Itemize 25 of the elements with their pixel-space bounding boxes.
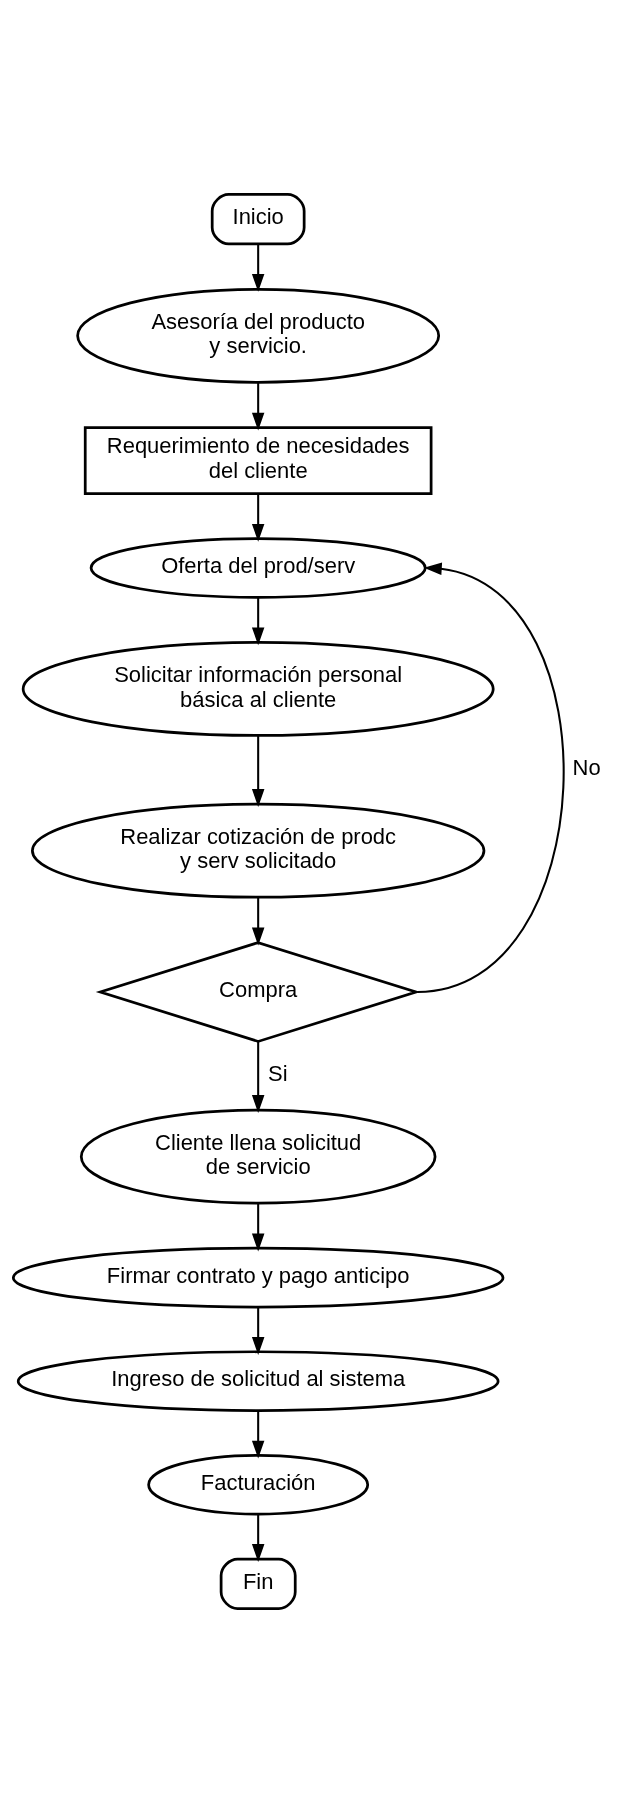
node-box: Inicio xyxy=(210,192,306,245)
edge-label: Si xyxy=(268,1060,288,1086)
arrow xyxy=(251,1410,265,1458)
node-ellipse: Solicitar información personal básica al cliente xyxy=(21,640,495,737)
node-ellipse: Firmar contrato y pago anticipo xyxy=(11,1246,505,1308)
arrow xyxy=(251,596,265,645)
arrow xyxy=(251,1306,265,1355)
node-ellipse: Facturación xyxy=(147,1453,370,1515)
arrow xyxy=(251,896,265,945)
node-ellipse: Cliente llena solicitud de servicio xyxy=(79,1108,437,1205)
node-box: Requerimiento de necesidades del cliente xyxy=(83,425,433,495)
arrow xyxy=(251,493,265,542)
node-ellipse: Ingreso de solicitud al sistema xyxy=(16,1349,500,1412)
arrow xyxy=(251,243,265,292)
node-ellipse: Oferta del prod/serv xyxy=(89,536,427,599)
arrow xyxy=(251,1202,265,1251)
edge-label: No xyxy=(572,754,601,780)
arrow xyxy=(417,562,565,993)
node-box: Fin xyxy=(219,1557,297,1610)
node-ellipse: Asesoría del producto y servicio. xyxy=(76,287,441,384)
arrow xyxy=(251,1513,265,1562)
node-ellipse: Realizar cotización de prodc y serv solicitado xyxy=(31,802,486,899)
arrow xyxy=(251,735,265,807)
arrow xyxy=(251,382,265,431)
arrow xyxy=(251,1041,265,1113)
